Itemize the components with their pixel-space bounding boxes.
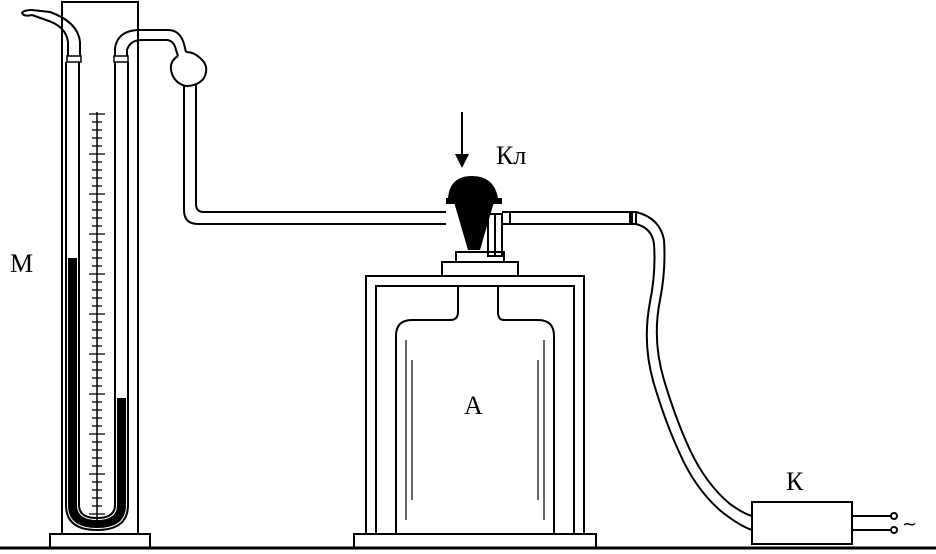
compressor-box (751, 501, 853, 545)
compressor-hose (635, 211, 753, 531)
manometer-base (49, 533, 151, 549)
connecting-tube-manometer (114, 29, 446, 225)
valve-knob (448, 176, 498, 198)
vessel-base (353, 533, 597, 549)
valve-arrow-head (455, 154, 469, 168)
left-tube-cap (66, 55, 82, 63)
valve-cone (454, 202, 494, 250)
ac-symbol: ~ (902, 514, 917, 535)
compressor-label: К (786, 467, 804, 496)
valve-label: Кл (496, 141, 526, 170)
manometer-label: М (10, 249, 33, 278)
vessel-top-plate (441, 261, 519, 277)
vessel-bottle (395, 286, 555, 535)
valve-seat (455, 251, 505, 263)
valve (446, 112, 637, 257)
manometer-liquid (68, 258, 126, 528)
open-tube-end (20, 9, 81, 56)
right-tube-cap (113, 55, 129, 63)
compressor (751, 501, 898, 545)
hose-coupling (509, 211, 633, 225)
vessel-assembly (353, 251, 597, 549)
vessel-label: А (464, 391, 483, 420)
tube-bulb (169, 51, 208, 88)
u-tube-outer (65, 62, 129, 532)
